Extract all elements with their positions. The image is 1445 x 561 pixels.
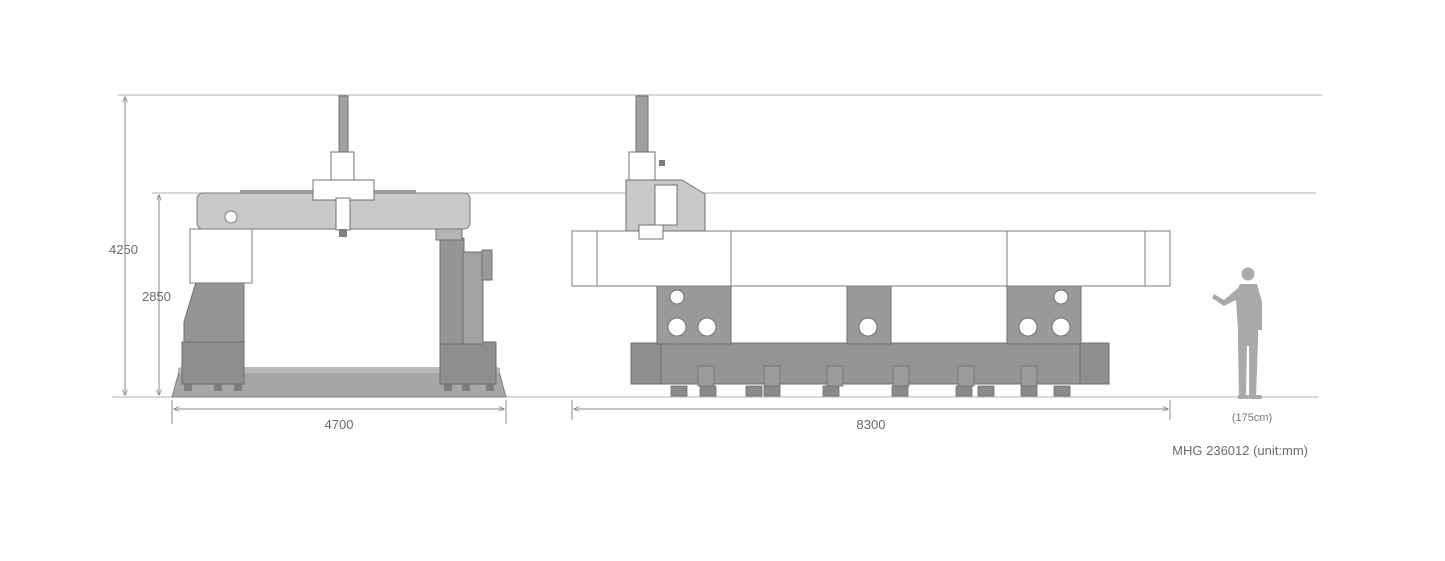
front-left-carriage	[189, 228, 253, 284]
side-feet	[670, 385, 1071, 397]
front-right-column-base	[439, 341, 497, 385]
front-width-label: 4700	[325, 417, 354, 432]
front-base-plate-top	[178, 368, 500, 373]
front-view	[171, 95, 507, 398]
model-caption: MHG 236012 (unit:mm)	[1172, 443, 1308, 458]
side-length-label: 8300	[857, 417, 886, 432]
person-height-label: (175cm)	[1232, 412, 1272, 424]
front-feet	[184, 382, 494, 391]
side-z-head	[628, 151, 656, 181]
side-base-beam-front	[660, 342, 1081, 385]
front-right-column-box	[481, 249, 493, 281]
front-width-dimension	[171, 400, 507, 424]
side-z-bracket	[654, 184, 678, 226]
frame-height-label: 2850	[142, 289, 171, 304]
side-z-foot	[638, 224, 664, 240]
side-view	[571, 95, 1171, 397]
side-foot-brackets	[697, 365, 1038, 387]
human-scale-figure-icon	[1212, 267, 1262, 399]
front-z-spindle	[335, 197, 351, 231]
side-column-left	[656, 285, 732, 345]
front-right-cap	[435, 227, 463, 241]
front-bridge-hole	[224, 210, 238, 224]
overall-height-label: 4250	[109, 242, 138, 257]
front-right-column-side	[462, 251, 484, 345]
side-column-right	[1006, 285, 1082, 345]
front-z-head	[330, 151, 355, 183]
side-table	[571, 230, 1171, 287]
side-column-holes	[667, 289, 1071, 337]
side-z-pin	[659, 160, 665, 166]
front-z-carriage	[312, 179, 375, 201]
front-right-column	[439, 237, 465, 345]
vertical-dimensions	[125, 97, 159, 395]
side-length-dimension	[571, 400, 1171, 420]
front-left-column-base	[181, 341, 245, 385]
front-probe	[339, 229, 347, 237]
front-left-column	[183, 281, 245, 343]
